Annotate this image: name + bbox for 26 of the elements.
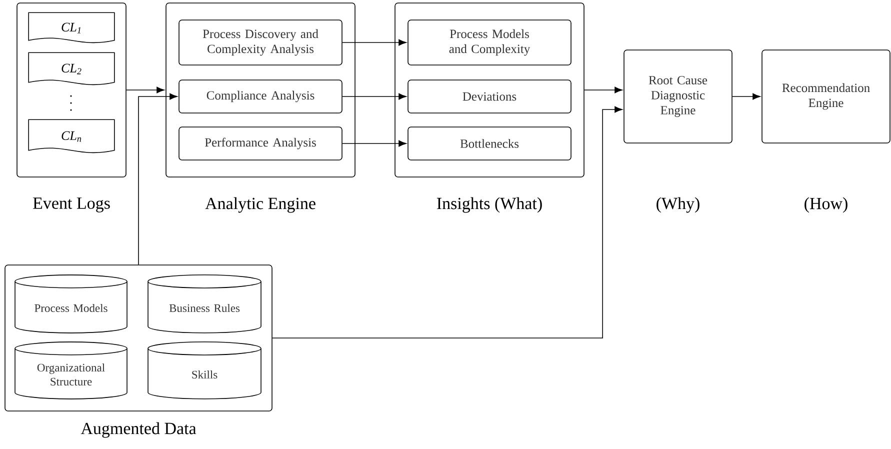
process-box: Root Cause Diagnostic Engine [624,50,732,144]
process-box: Deviations [408,80,572,114]
process-box: Performance Analysis [178,126,342,160]
arrow [732,93,760,100]
process-box: Process Discovery and Complexity Analysis [178,20,342,66]
arrow [584,86,622,94]
process-box: Recommendation Engine [762,50,890,144]
stage-label: (How) [804,197,848,213]
group-heading: Event Logs [33,198,110,212]
arrow [342,140,406,147]
group-heading: Insights (What) [437,197,542,213]
group-heading: Augmented Data [80,422,196,438]
process-box: Bottlenecks [408,126,572,160]
group-heading: Analytic Engine [205,197,316,213]
stage-label: (Why) [656,197,700,213]
process-box: Process Models and Complexity [408,20,572,66]
database-cylinder: Skills [148,342,262,400]
arrow [272,106,622,338]
process-box: Compliance Analysis [178,80,342,114]
arrow [342,39,406,46]
arrow [126,86,164,94]
arrow [342,93,406,100]
database-cylinder: Process Models [14,274,128,334]
database-cylinder: Business Rules [148,274,262,334]
arrow [138,93,178,265]
database-cylinder: Organizational Structure [14,342,128,400]
